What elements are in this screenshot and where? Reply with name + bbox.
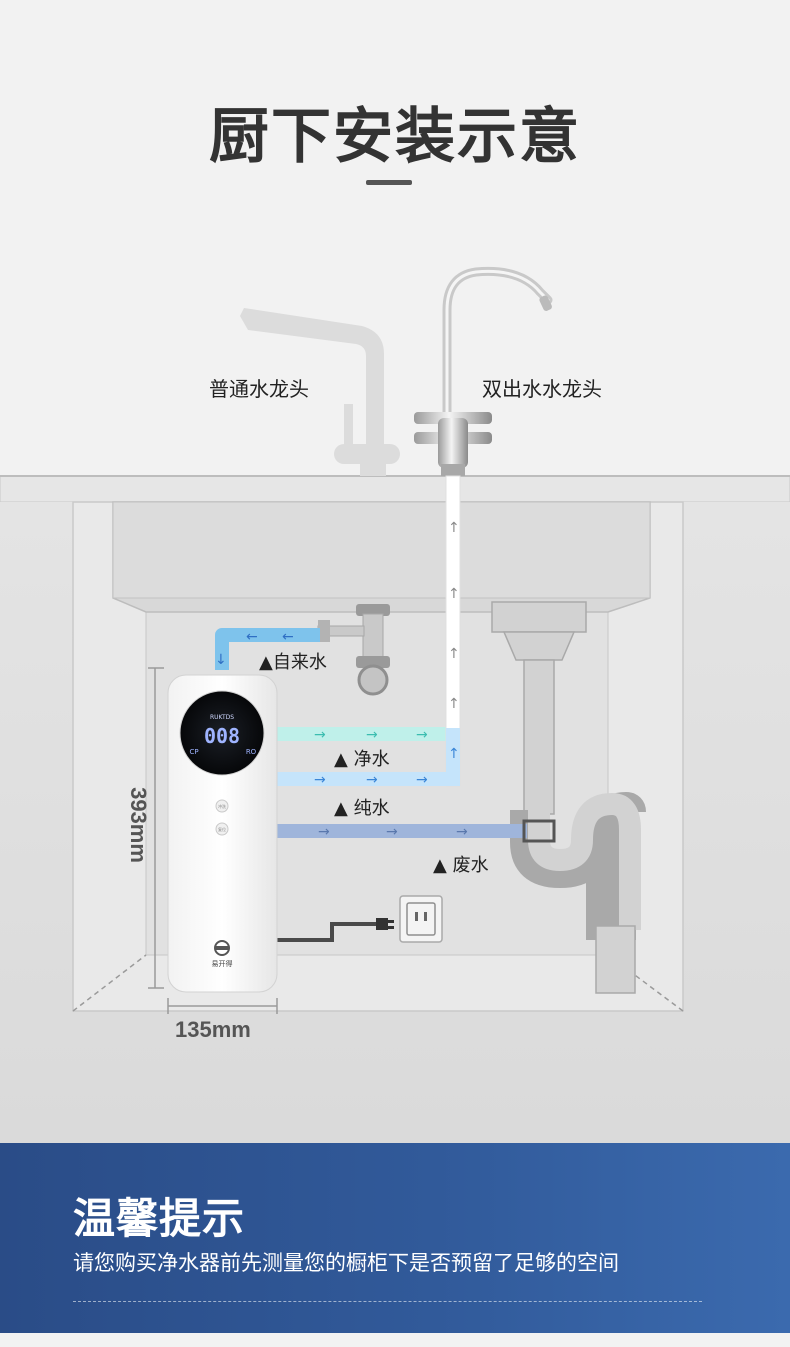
svg-text:↓: ↓ <box>215 652 227 668</box>
dual-faucet-label: 双出水水龙头 <box>482 377 602 401</box>
dual-outlet-faucet-illustration <box>414 266 553 476</box>
svg-text:→: → <box>314 727 326 743</box>
pure-water-pipe: → → → ↑ ↑ ↑ ↑ ↑ <box>277 475 461 788</box>
normal-faucet-label: 普通水龙头 <box>209 377 309 401</box>
waste-water-label: ▲ 废水 <box>433 855 489 876</box>
svg-text:→: → <box>314 772 326 788</box>
svg-text:→: → <box>366 772 378 788</box>
power-socket-icon <box>399 895 443 943</box>
display-value-text: 008 <box>204 724 240 748</box>
clean-water-label: ▲ 净水 <box>334 749 390 770</box>
tips-banner: 温馨提示 请您购买净水器前先测量您的橱柜下是否预留了足够的空间 <box>0 1143 790 1333</box>
tips-body: 请您购买净水器前先测量您的橱柜下是否预留了足够的空间 <box>73 1251 619 1275</box>
width-dimension-line <box>167 998 278 1014</box>
svg-text:→: → <box>416 772 428 788</box>
normal-faucet-illustration <box>240 308 400 476</box>
svg-text:→: → <box>366 727 378 743</box>
purifier-button-1-label: 冲洗 <box>218 803 226 809</box>
svg-text:→: → <box>386 824 398 840</box>
sink-basin <box>112 501 651 613</box>
tips-title: 温馨提示 <box>73 1194 246 1243</box>
tap-water-label: ▲自来水 <box>259 652 327 673</box>
installation-diagram: ← ← ↓ → → → → → → ↑ ↑ ↑ ↑ ↑ → → → <box>0 266 790 1143</box>
tips-divider <box>73 1301 702 1302</box>
svg-text:→: → <box>318 824 330 840</box>
drain-pipe-illustration <box>491 601 646 994</box>
svg-text:↑: ↑ <box>448 520 460 536</box>
page-title: 厨下安装示意 <box>209 102 581 172</box>
height-dimension-line <box>148 667 164 989</box>
purifier-brand-label: 易开得 <box>212 959 233 968</box>
countertop <box>0 475 790 503</box>
svg-text:→: → <box>456 824 468 840</box>
angle-valve-illustration <box>317 604 390 696</box>
svg-text:↑: ↑ <box>448 696 460 712</box>
svg-text:←: ← <box>246 629 258 645</box>
power-cable <box>277 918 394 942</box>
clean-water-pipe: → → → <box>277 727 455 743</box>
svg-text:←: ← <box>282 629 294 645</box>
title-divider <box>366 180 412 185</box>
bottom-margin <box>0 1333 790 1347</box>
svg-text:↑: ↑ <box>448 646 460 662</box>
pure-water-label: ▲ 纯水 <box>334 798 390 819</box>
display-left-text: CP <box>189 748 198 756</box>
svg-text:↑: ↑ <box>448 746 460 762</box>
height-dimension-label: 393mm <box>125 787 151 863</box>
purifier-button-2-label: 复位 <box>218 826 226 832</box>
svg-text:↑: ↑ <box>448 586 460 602</box>
svg-text:→: → <box>416 727 428 743</box>
width-dimension-label: 135mm <box>175 1017 251 1042</box>
display-top-text: RUKTDS <box>210 714 234 721</box>
water-purifier-illustration <box>167 674 278 993</box>
tap-water-pipe: ← ← ↓ <box>215 628 320 670</box>
waste-water-pipe: → → → <box>277 819 556 843</box>
display-right-text: RO <box>246 748 257 756</box>
